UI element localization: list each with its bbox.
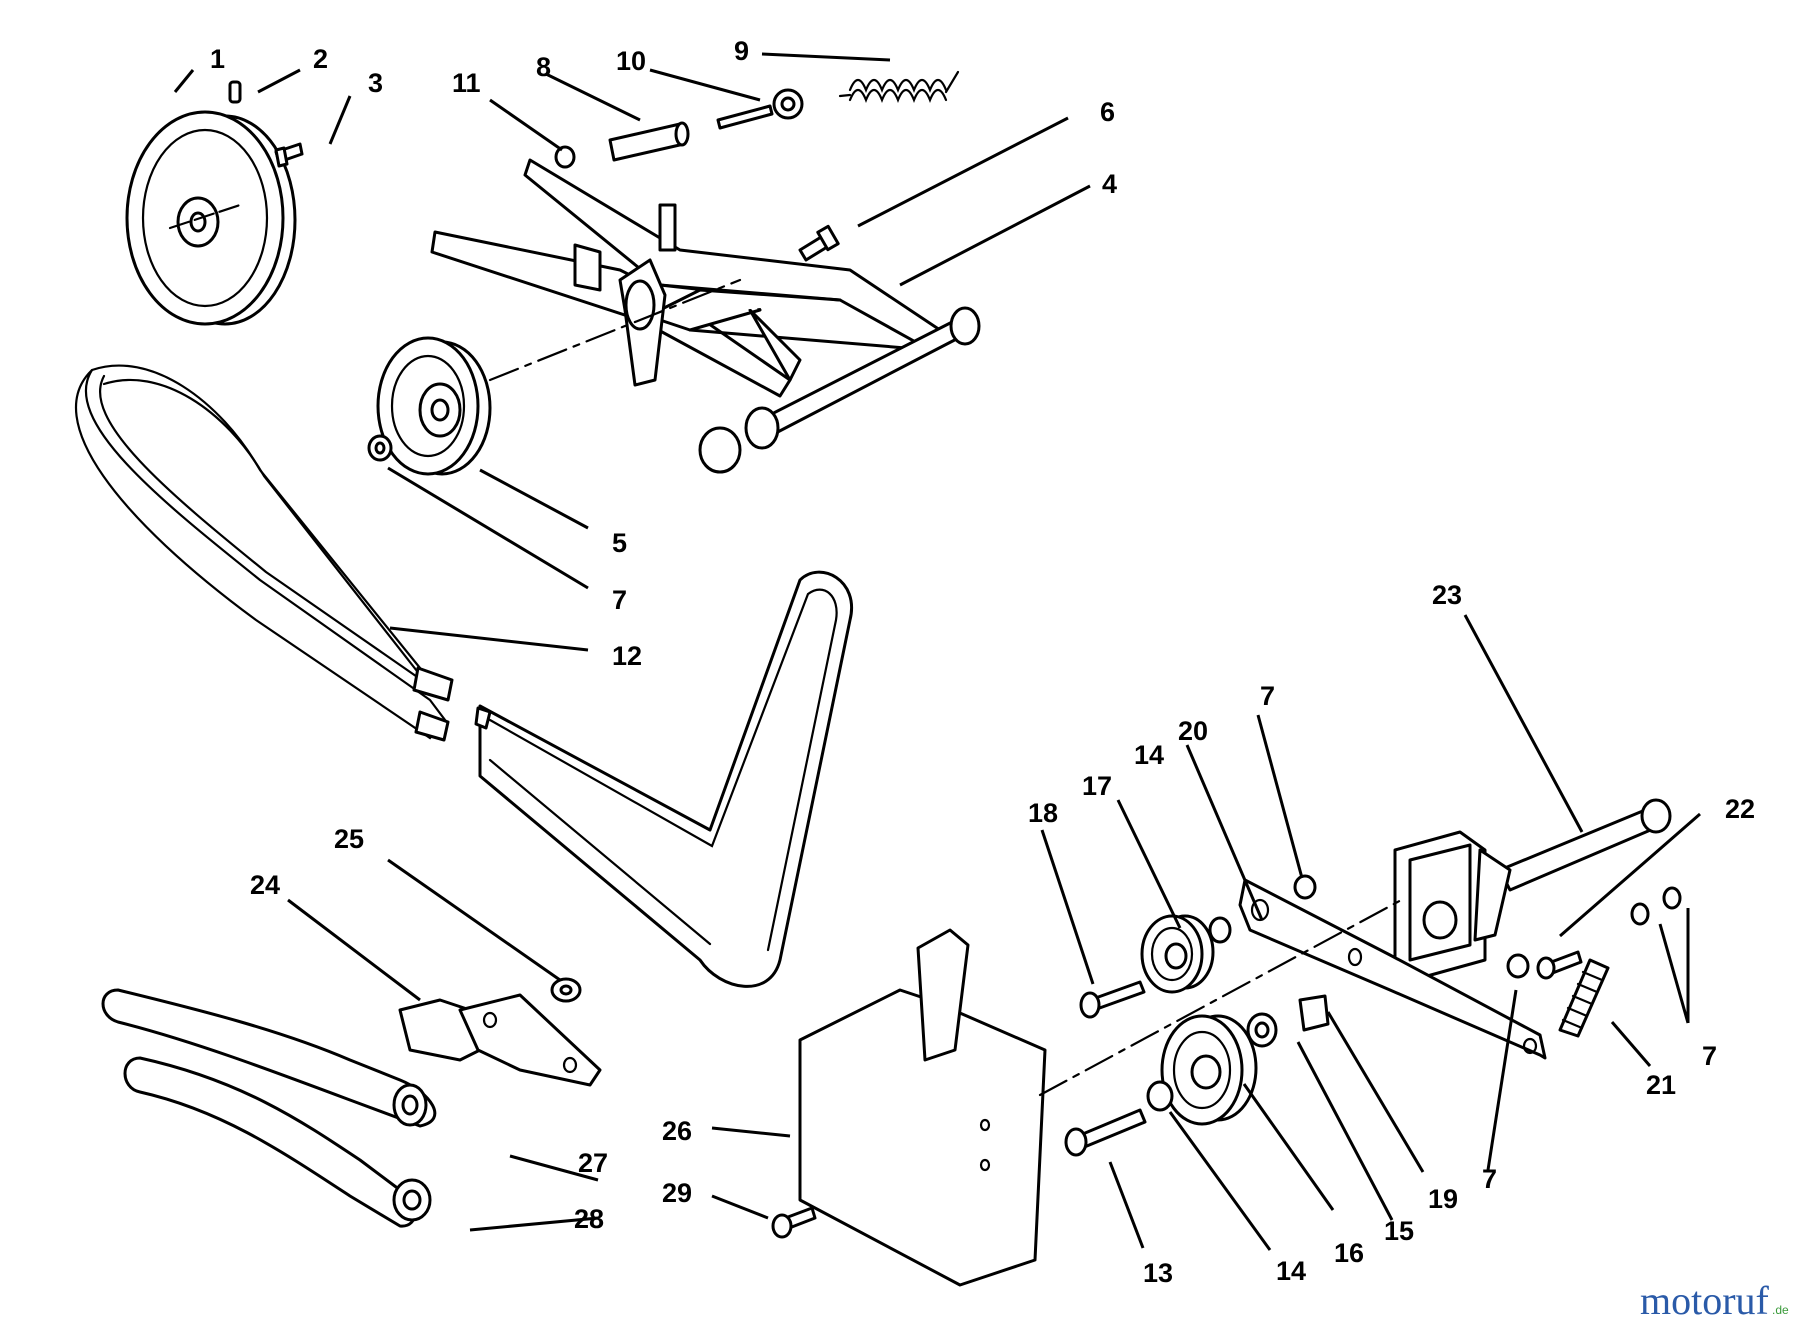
callout-26: 26	[662, 1116, 692, 1146]
watermark-brand: motoruf	[1640, 1278, 1770, 1323]
spacer-tube	[608, 121, 690, 162]
bushing-15	[1246, 1012, 1278, 1048]
bushing-27	[392, 1083, 428, 1127]
nut-7-upper	[1293, 874, 1317, 900]
callout-20: 20	[1178, 716, 1208, 746]
bolt-13	[1064, 1108, 1147, 1157]
idler-bracket	[1393, 830, 1512, 980]
frame-bolt	[798, 224, 840, 262]
watermark-suffix: .de	[1772, 1303, 1789, 1317]
spring-21	[1558, 958, 1610, 1038]
callout-11: 11	[452, 68, 481, 98]
callout-24: 24	[250, 870, 280, 900]
bushing-28	[392, 1178, 432, 1222]
drive-shaft	[1498, 798, 1672, 892]
callout-13: 13	[1143, 1258, 1173, 1288]
callout-8: 8	[536, 52, 551, 82]
callout-6: 6	[1100, 97, 1115, 127]
callout-14b: 14	[1276, 1256, 1306, 1286]
washer-14-upper	[1208, 916, 1232, 944]
eye-bolt	[716, 88, 804, 130]
tension-spring	[838, 70, 960, 103]
callout-5: 5	[612, 528, 627, 558]
spacer-19	[1298, 994, 1330, 1032]
bolt-22	[1536, 950, 1583, 980]
callout-4: 4	[1102, 169, 1117, 199]
belt-guard	[798, 928, 1047, 1287]
callout-21: 21	[1646, 1070, 1676, 1100]
callout-29: 29	[662, 1178, 692, 1208]
callout-25: 25	[334, 824, 364, 854]
large-pulley	[125, 110, 297, 326]
callout-14a: 14	[1134, 740, 1164, 770]
bolt-18	[1079, 980, 1146, 1019]
callout-27: 27	[578, 1148, 608, 1178]
idler-arm	[1238, 878, 1547, 1060]
pulley-16	[1160, 1014, 1258, 1126]
washer-14-lower	[1146, 1080, 1174, 1112]
callout-10: 10	[616, 46, 646, 76]
callout-12: 12	[612, 641, 642, 671]
callout-7b: 7	[1482, 1164, 1497, 1194]
callout-1: 1	[210, 44, 225, 74]
callout-2: 2	[313, 44, 328, 74]
callout-3: 3	[368, 68, 383, 98]
pulley-17	[1140, 914, 1215, 994]
idler-pulley	[376, 336, 492, 476]
callout-9: 9	[734, 36, 749, 66]
centerlines	[168, 203, 1407, 1097]
set-screw	[228, 80, 242, 104]
spring-nut	[554, 145, 576, 169]
leader-lines	[173, 52, 1701, 1251]
washer-25	[550, 977, 582, 1003]
callout-7c: 7	[1260, 681, 1275, 711]
nuts-7-right	[1506, 886, 1682, 979]
idler-arm-frame	[430, 158, 981, 474]
callout-16: 16	[1334, 1238, 1364, 1268]
control-rod	[101, 988, 437, 1228]
callout-labels: 1 2 3 4 5 6 7 8 9 10 11 12 13 14 16 15 1…	[210, 36, 1755, 1288]
callout-15: 15	[1384, 1216, 1414, 1246]
callout-7d: 7	[1702, 1041, 1717, 1071]
bracket-24	[398, 993, 602, 1087]
idler-nut	[367, 434, 393, 462]
pulley-bolt	[274, 142, 304, 168]
callout-18: 18	[1028, 798, 1058, 828]
callout-22: 22	[1725, 794, 1755, 824]
callout-28: 28	[574, 1204, 604, 1234]
callout-17: 17	[1082, 771, 1112, 801]
callout-23: 23	[1432, 580, 1462, 610]
motoruf-watermark: motoruf .de	[1640, 1278, 1789, 1323]
v-belt	[74, 364, 854, 988]
callout-7a: 7	[612, 585, 627, 615]
screw-29	[771, 1206, 817, 1239]
callout-19: 19	[1428, 1184, 1458, 1214]
